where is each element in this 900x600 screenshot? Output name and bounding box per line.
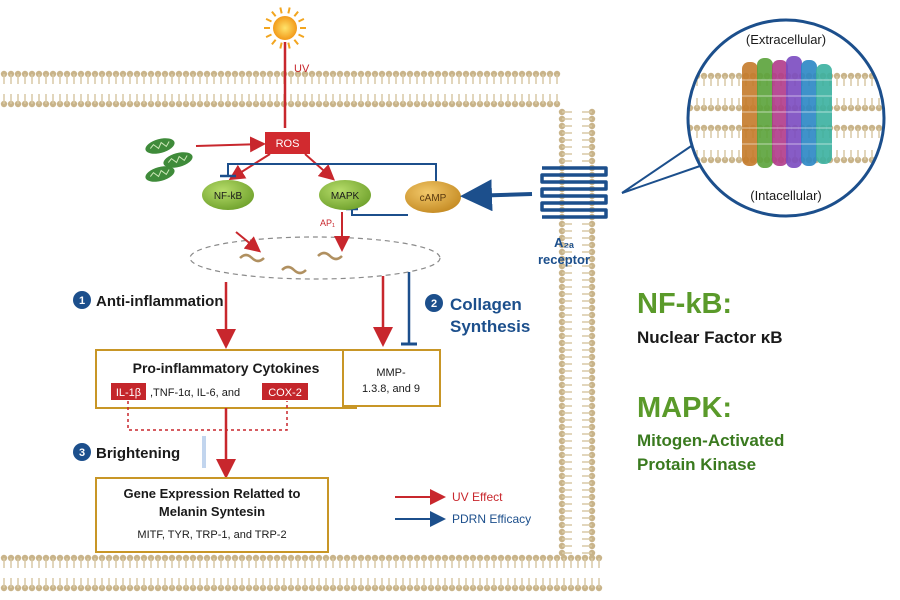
- glossary-nfkb-definition: Nuclear Factor κB: [637, 328, 783, 347]
- gene-expression-box: [95, 477, 329, 553]
- nucleus-outline: [189, 236, 441, 280]
- receptor-helices: [742, 56, 832, 168]
- mmp-line1: MMP-: [376, 367, 406, 379]
- cytokines-middle-text: ,TNF-1α, IL-6, and: [150, 387, 240, 399]
- cox2-label: COX-2: [268, 387, 302, 399]
- legend-uv-label: UV Effect: [452, 490, 503, 504]
- ros-label: ROS: [276, 138, 300, 150]
- cytokines-title: Pro-inflammatory Cytokines: [133, 360, 320, 376]
- section-collagen-line1: Collagen: [450, 295, 522, 314]
- il1b-label: IL-1β: [116, 387, 141, 399]
- section-3-badge: [73, 443, 91, 461]
- cox2-badge: [262, 383, 308, 400]
- inset-intracellular-label: (Intacellular): [750, 188, 822, 203]
- a2a-receptor-icon: [540, 166, 608, 219]
- section-2-number: 2: [431, 298, 437, 310]
- il1b-badge: [111, 383, 146, 400]
- section-3-number: 3: [79, 447, 85, 459]
- sun-icon: [264, 7, 306, 49]
- section-1-badge: [73, 291, 91, 309]
- mitochondria-icon: [145, 138, 193, 182]
- legend-pdrn-label: PDRN Efficacy: [452, 512, 531, 526]
- glossary-mapk-definition-line2: Protain Kinase: [637, 455, 756, 474]
- mapk-node: [319, 180, 371, 210]
- receptor-label-line1: A₂ₐ: [554, 235, 574, 250]
- ros-to-mapk-arrow: [304, 153, 335, 181]
- gene-line1: Gene Expression Relatted to: [124, 486, 301, 501]
- glossary-mapk-term: MAPK:: [637, 392, 732, 424]
- glossary-nfkb-term: NF-kB:: [637, 288, 732, 320]
- section-1-number: 1: [79, 295, 85, 307]
- receptor-inset: [686, 18, 886, 218]
- ros-box: [265, 132, 310, 154]
- mapk-label: MAPK: [331, 191, 360, 202]
- mmp-line2: 1.3.8, and 9: [362, 383, 420, 395]
- ap1-label: AP₁: [320, 218, 335, 228]
- cell-membrane-bottom: [0, 554, 603, 592]
- cell-membrane-top: [0, 70, 561, 108]
- inset-callout-line-bottom: [621, 165, 701, 194]
- mmp-box: [342, 349, 441, 407]
- inset-extracellular-label: (Extracellular): [746, 32, 826, 47]
- receptor-to-camp-arrow: [460, 179, 533, 212]
- gene-line2: Melanin Syntesin: [159, 504, 265, 519]
- nfkb-label: NF-kB: [214, 191, 243, 202]
- section-collagen-line2: Synthesis: [450, 317, 530, 336]
- camp-node: [405, 181, 461, 213]
- camp-label: cAMP: [420, 193, 447, 204]
- section-brightening-label: Brightening: [96, 445, 180, 462]
- mito-to-ros-arrow: [195, 136, 266, 153]
- section-2-badge: [425, 294, 443, 312]
- nfkb-to-dna-arrow: [235, 231, 262, 253]
- cytokine-dashed-connector: [127, 401, 288, 431]
- glossary-mapk-definition-line1: Mitogen-Activated: [637, 431, 784, 450]
- nfkb-node: [202, 180, 254, 210]
- receptor-label-line2: receptor: [538, 252, 590, 267]
- gene-line3: MITF, TYR, TRP-1, and TRP-2: [137, 529, 286, 541]
- uv-label: UV: [294, 63, 310, 75]
- ros-to-nfkb-arrow: [228, 153, 271, 181]
- section-anti-inflammation-label: Anti-inflammation: [96, 293, 224, 310]
- dna-strands: [239, 251, 343, 275]
- camp-inhibit-mapk-line: [351, 209, 408, 216]
- camp-inhibit-nfkb-line: [227, 163, 437, 183]
